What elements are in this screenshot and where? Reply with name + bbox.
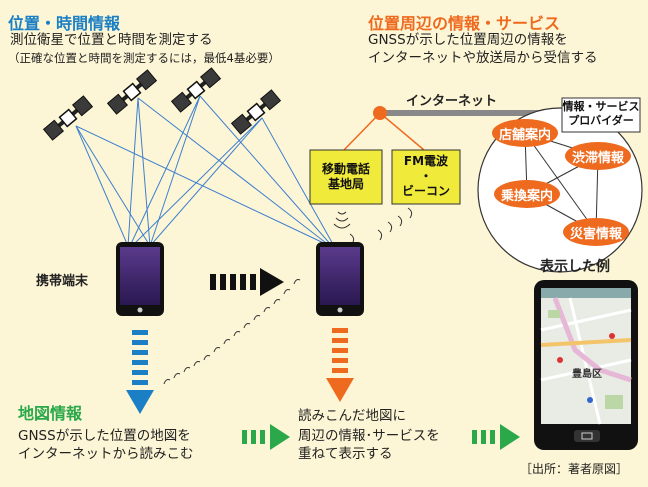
map-place-label: 豊島区 bbox=[572, 369, 602, 380]
arrow-down-blue bbox=[126, 330, 154, 414]
satellite-icon bbox=[230, 89, 282, 135]
example-label: 表示した例 bbox=[540, 259, 610, 275]
provider-label: 情報・サービス プロバイダー bbox=[562, 100, 640, 128]
left-header-line1: 測位衛星で位置と時間を測定する bbox=[10, 32, 213, 48]
provider-label-line1: 情報・サービス bbox=[562, 100, 640, 113]
result-line3: 重ねて表示する bbox=[298, 446, 393, 462]
service-traffic-info: 渋滞情報 bbox=[571, 151, 624, 166]
mobile-base-line1: 移動電話 bbox=[321, 162, 370, 176]
mobile-terminal-phone-2 bbox=[316, 242, 364, 316]
right-header-line1: GNSSが示した位置周辺の情報を bbox=[368, 32, 568, 48]
right-header-line2: インターネットや放送局から受信する bbox=[368, 50, 598, 66]
right-header-title: 位置周辺の情報・サービス bbox=[368, 14, 561, 33]
left-header-line2: （正確な位置と時間を測定するには，最低4基必要） bbox=[8, 51, 280, 65]
source-credit: ［出所：著者原図］ bbox=[520, 462, 629, 476]
satellite-signal-lines bbox=[75, 95, 335, 247]
provider-network bbox=[477, 107, 643, 273]
mobile-base-label: 移動電話 基地局 bbox=[310, 162, 382, 192]
fm-beacon-box bbox=[391, 149, 461, 205]
mobile-terminal-phone bbox=[116, 242, 164, 316]
fm-line1: FM電波 bbox=[403, 154, 449, 168]
example-phone bbox=[534, 280, 638, 450]
arrow-right-black bbox=[210, 268, 284, 296]
result-line2: 周辺の情報･サービスを bbox=[298, 428, 440, 444]
satellite-icon bbox=[106, 69, 158, 115]
mobile-base-line2: 基地局 bbox=[327, 177, 364, 191]
result-line1: 読みこんだ地図に bbox=[298, 408, 406, 424]
satellite-icon bbox=[42, 95, 94, 141]
map-section-line2: インターネットから読みこむ bbox=[18, 446, 194, 462]
map-section-line1: GNSSが示した位置の地図を bbox=[18, 428, 191, 444]
arrow-right-green bbox=[242, 424, 290, 450]
provider-label-box bbox=[561, 97, 641, 133]
download-waves bbox=[163, 279, 301, 385]
broadcast-waves bbox=[333, 207, 413, 245]
internet-label: インターネット bbox=[406, 94, 498, 109]
provider-label-line2: プロバイダー bbox=[568, 114, 634, 127]
service-disaster-info: 災害情報 bbox=[569, 227, 622, 242]
arrow-down-orange bbox=[326, 328, 354, 402]
service-store-guide: 店舗案内 bbox=[498, 128, 551, 143]
map-section-title: 地図情報 bbox=[18, 404, 83, 423]
left-header-title: 位置・時間情報 bbox=[8, 14, 121, 33]
fm-line3: ビーコン bbox=[401, 184, 450, 198]
mobile-base-station-box bbox=[309, 149, 383, 205]
service-transfer-guide: 乗換案内 bbox=[500, 189, 553, 204]
terminal-label: 携帯端末 bbox=[36, 274, 89, 289]
fm-line2: ・ bbox=[419, 169, 432, 183]
internet-connection bbox=[343, 106, 548, 151]
fm-label: FM電波 ・ ビーコン bbox=[392, 154, 460, 199]
arrow-right-green-2 bbox=[472, 424, 520, 450]
